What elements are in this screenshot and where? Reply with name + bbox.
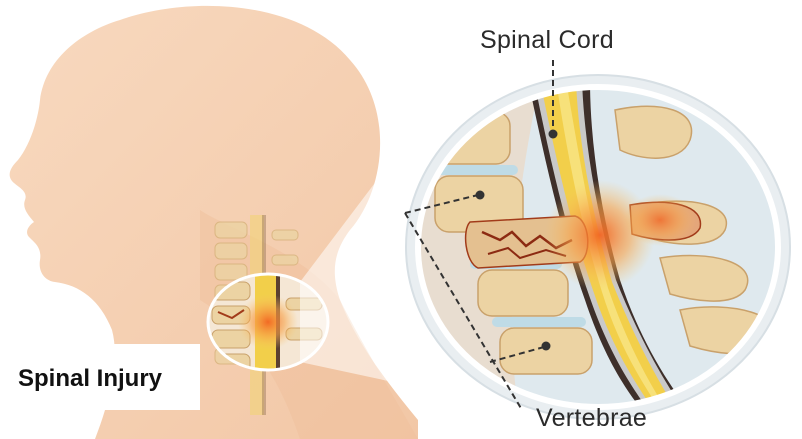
vertebra-dot-lower: [542, 342, 551, 351]
spinal-cord-label: Spinal Cord: [480, 26, 614, 55]
vertebra-dot-upper: [476, 191, 485, 200]
spinal-cord-dot: [549, 130, 558, 139]
spinal-injury-caption: Spinal Injury: [18, 365, 162, 393]
vertebrae-label: Vertebrae: [536, 404, 647, 433]
